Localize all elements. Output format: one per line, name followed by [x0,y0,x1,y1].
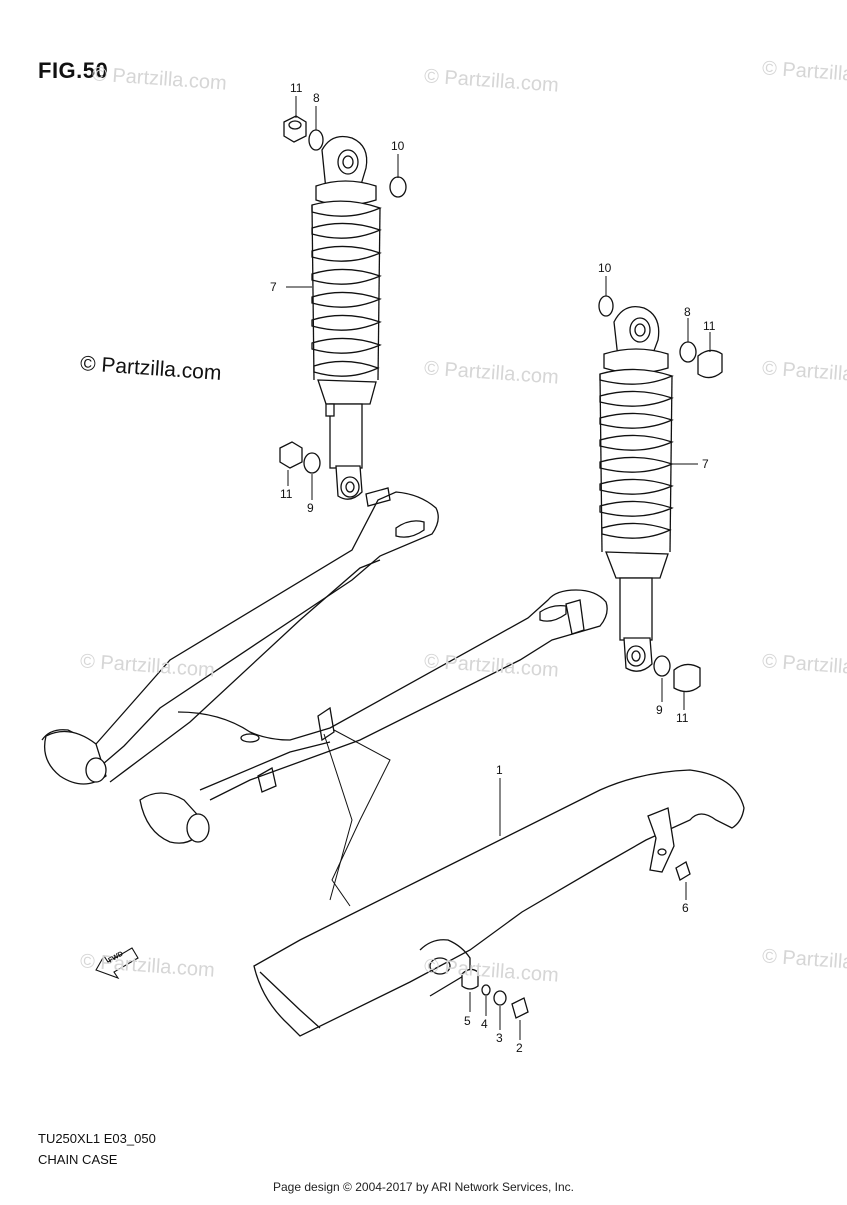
right-shock-top-washer-outer [598,295,614,317]
section-caption: CHAIN CASE [38,1152,118,1167]
figure-title: FIG.50 [38,58,109,83]
callout-5: 5 [464,1014,471,1028]
callout-2: 2 [516,1041,523,1055]
swingarm [41,487,608,844]
chain-case-cushion [481,984,491,996]
callout-10: 10 [598,261,612,275]
callout-8: 8 [313,91,320,105]
callout-11: 11 [290,81,303,95]
callout-9: 9 [307,501,314,515]
callout-3: 3 [496,1031,503,1045]
left-shock-bottom-washer [303,452,321,474]
chain-case-bolt-upper [675,861,691,881]
callout-6: 6 [682,901,689,915]
right-shock-bottom-washer [653,655,671,677]
callout-1: 1 [496,763,503,777]
page-footer: Page design © 2004-2017 by ARI Network S… [272,1180,574,1194]
callout-11: 11 [280,487,293,501]
fwd-arrow-icon [95,947,139,980]
callout-10: 10 [391,139,405,153]
left-shock-outer-washer [389,176,407,198]
callout-11: 11 [676,711,689,725]
right-shock-absorber [599,305,674,672]
chain-case-washer [493,990,507,1006]
chain-case-bolt-lower [511,997,529,1019]
callout-9: 9 [656,703,663,717]
left-shock-bottom-nut [279,441,303,469]
right-shock-top-washer [679,341,697,363]
chain-case-spacer [461,968,479,990]
callout-11: 11 [703,319,716,333]
callout-4: 4 [481,1017,488,1031]
right-shock-spring [599,368,674,553]
callout-7: 7 [270,280,277,294]
callout-8: 8 [684,305,691,319]
right-shock-bottom-cap-nut [673,663,701,693]
left-shock-top-washer [308,129,324,151]
right-shock-top-cap-nut [697,349,723,379]
left-shock-spring [311,200,382,381]
callout-7: 7 [702,457,709,471]
left-shock-absorber [311,135,382,500]
left-shock-top-nut [283,115,307,143]
chain-case [253,769,745,1037]
model-code: TU250XL1 E03_050 [38,1131,156,1146]
leader-lines [286,96,711,1040]
